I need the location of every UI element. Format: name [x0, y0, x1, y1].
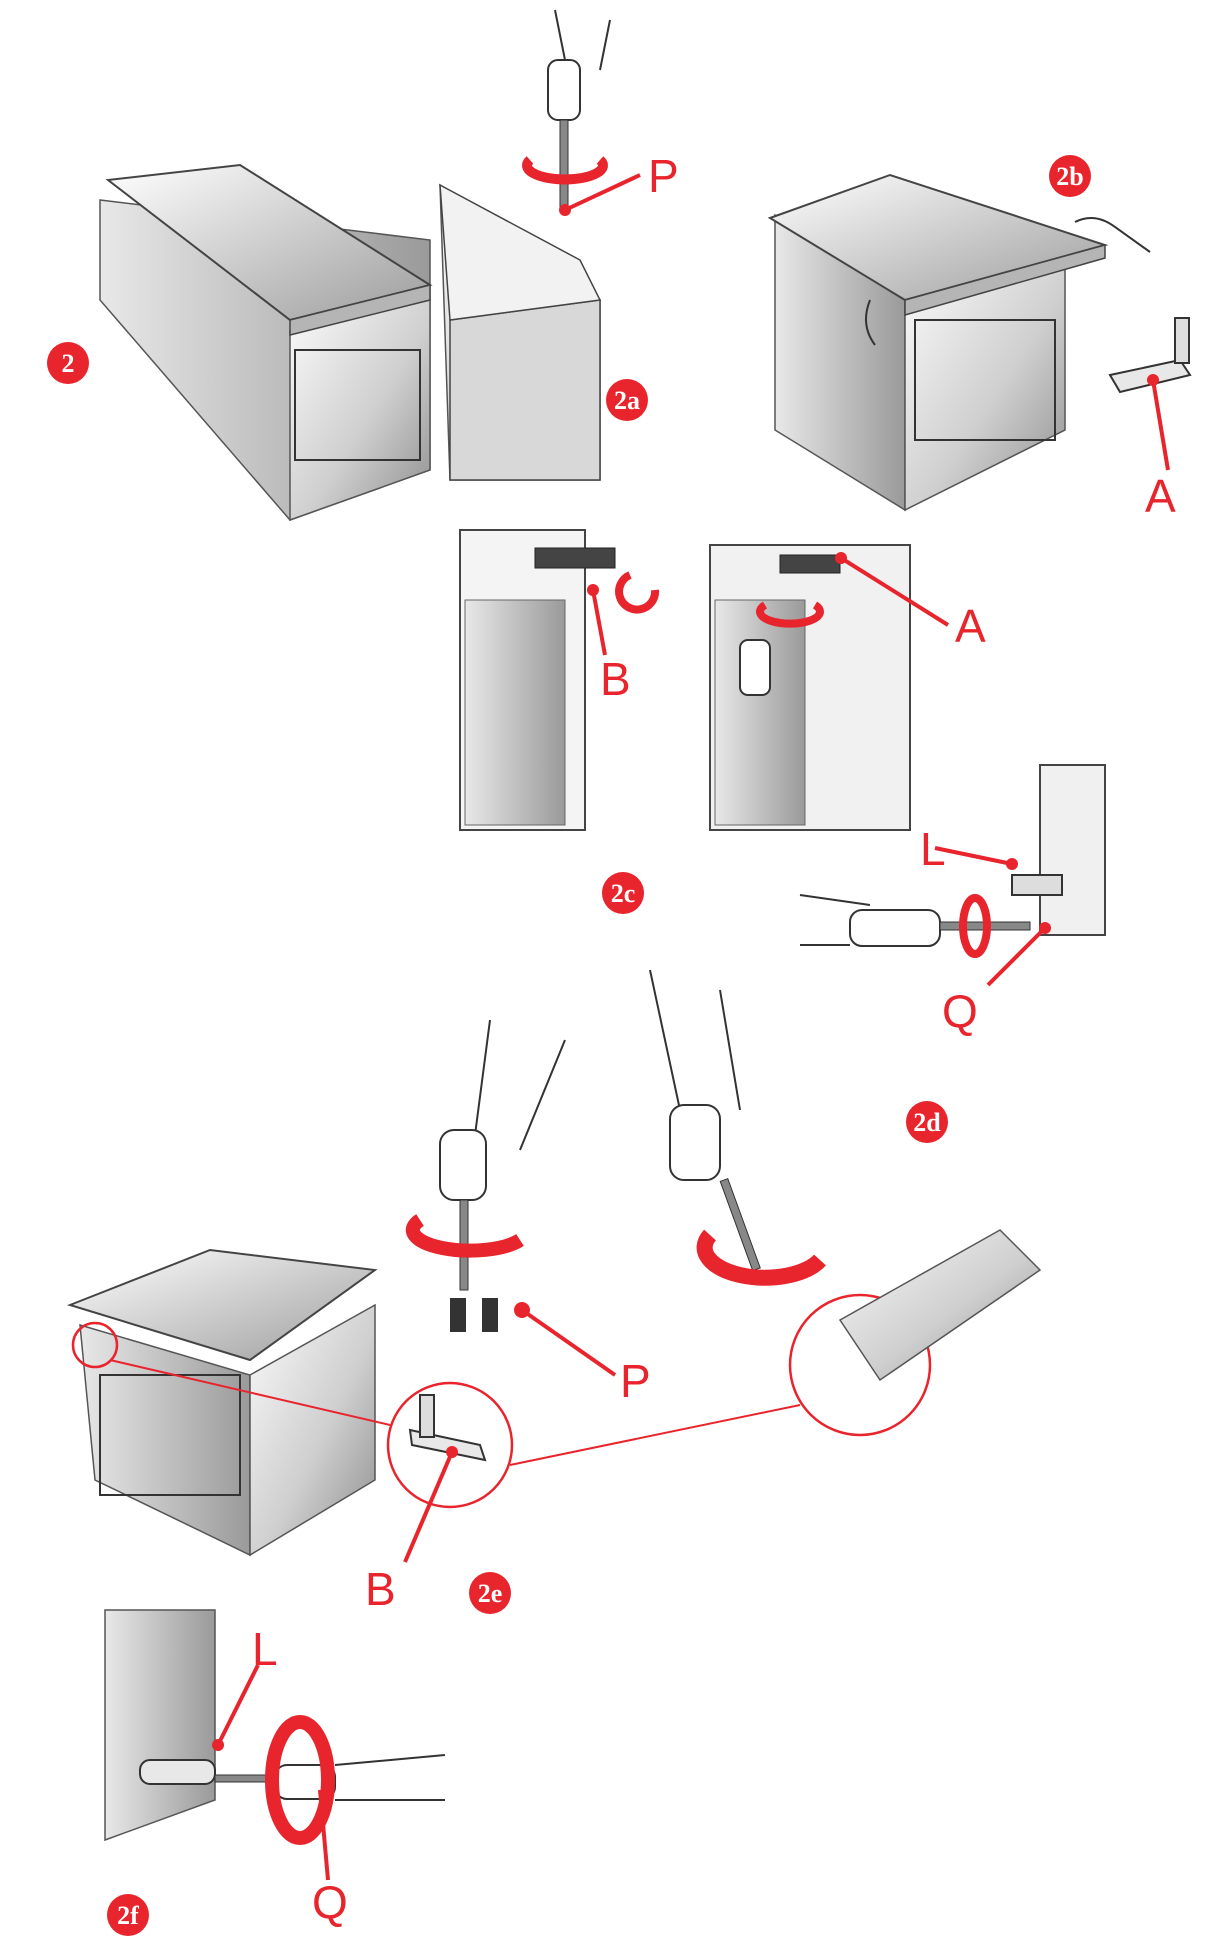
screw-p-icon — [450, 1298, 498, 1332]
svg-text:2f: 2f — [117, 1901, 139, 1930]
screwdriver-hand-icon — [649, 969, 826, 1286]
label-p-screws: P — [620, 1355, 651, 1407]
screwdriver-hand-icon — [405, 1019, 566, 1291]
leader-p-top — [564, 173, 641, 212]
leader-dot — [587, 584, 599, 596]
screwdriver-hand-icon — [522, 9, 611, 211]
step-2a-cabinet — [439, 183, 602, 481]
leader-b-detail — [403, 1451, 454, 1563]
step-2c-right-panel — [709, 544, 911, 831]
leader-dot — [514, 1302, 530, 1318]
label-a-mount: A — [955, 600, 986, 652]
svg-text:2e: 2e — [478, 1579, 503, 1608]
label-b-detail: B — [365, 1563, 396, 1615]
badge-step-2f: 2f — [107, 1894, 149, 1936]
side-panel — [838, 1229, 1042, 1382]
callout-line — [109, 1359, 391, 1426]
leader-dot — [835, 552, 847, 564]
svg-text:2a: 2a — [614, 386, 640, 415]
leader-a-bracket — [1151, 379, 1170, 471]
leader-dot — [1039, 922, 1051, 934]
leader-dot — [446, 1446, 458, 1458]
step-2c-left-panel — [459, 529, 660, 831]
step-2e-appliance — [66, 1248, 378, 1557]
screwdriver-hand-icon — [799, 894, 1031, 958]
badge-step-2: 2 — [47, 342, 89, 384]
label-p-top: P — [648, 150, 679, 202]
step-2b-appliance — [767, 173, 1109, 512]
leader-dot — [559, 204, 571, 216]
svg-text:2b: 2b — [1056, 162, 1083, 191]
screwdriver-hand-icon — [214, 1715, 446, 1845]
label-q-bottom: Q — [312, 1876, 348, 1928]
callout-line — [509, 1404, 801, 1466]
label-a-bracket: A — [1145, 470, 1176, 522]
leader-q-bottom — [318, 1789, 330, 1881]
leader-q-mount — [986, 926, 1047, 987]
step-2-appliance — [99, 163, 433, 522]
leader-dot — [1006, 858, 1018, 870]
leader-p-screws — [520, 1308, 617, 1377]
badge-step-2b: 2b — [1049, 155, 1091, 197]
label-b-mount: B — [600, 653, 631, 705]
badge-step-2e: 2e — [469, 1572, 511, 1614]
leader-b-mount — [591, 589, 607, 656]
callout-circle — [71, 1321, 119, 1369]
svg-text:2: 2 — [62, 349, 75, 378]
leader-dot — [212, 1739, 224, 1751]
label-q-mount: Q — [942, 985, 978, 1037]
step-2d-panel — [1011, 764, 1106, 936]
hand-icon — [865, 217, 1151, 346]
bracket-b-icon — [408, 1394, 487, 1462]
leader-l-bottom — [216, 1664, 260, 1746]
badge-step-2c: 2c — [602, 872, 644, 914]
leader-l-mount — [934, 846, 1013, 866]
svg-text:2d: 2d — [913, 1108, 941, 1137]
step-2f-panel — [104, 1609, 216, 1842]
leader-dot — [1147, 374, 1159, 386]
svg-text:2c: 2c — [611, 879, 636, 908]
leader-a-mount — [839, 556, 950, 627]
badge-step-2d: 2d — [906, 1101, 948, 1143]
label-l-mount: L — [920, 823, 946, 875]
label-l-bottom: L — [252, 1623, 278, 1675]
badge-step-2a: 2a — [606, 379, 648, 421]
